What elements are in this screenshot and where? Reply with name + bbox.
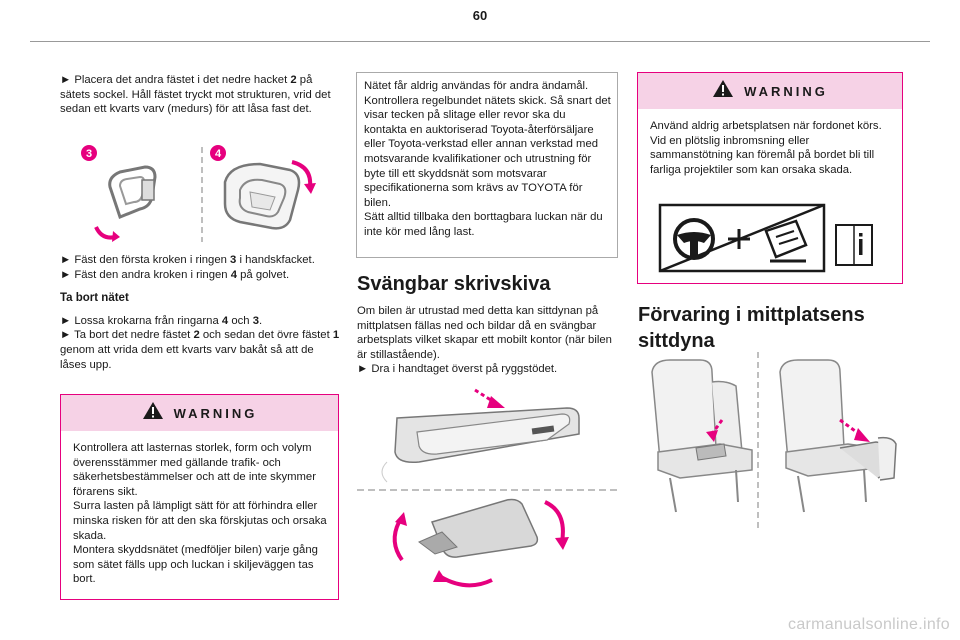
callout-4 xyxy=(210,145,226,161)
warning-header: WARNING xyxy=(61,395,338,431)
section-title-storage: Förvaring i mittplatsens sittdyna xyxy=(638,304,865,352)
step-release-hooks: ► Lossa krokarna från ringarna 4 och 3. xyxy=(60,314,263,327)
column-2-text: Om bilen är utrustad med detta kan sittd… xyxy=(357,304,619,377)
warning-title: WARNING xyxy=(173,405,258,421)
illustration-swivel-desk xyxy=(357,382,617,597)
section-title-swivel-desk: Svängbar skrivskiva xyxy=(357,273,551,295)
svg-text:3: 3 xyxy=(86,148,92,160)
illustration-seat-storage xyxy=(640,352,910,532)
warning-triangle-icon xyxy=(712,79,734,103)
step-hook-4: ► Fäst den andra kroken i ringen 4 på go… xyxy=(60,268,290,281)
warning-box-workplace: WARNING Använd aldrig arbetsplatsen när … xyxy=(637,72,903,284)
warning-title: WARNING xyxy=(744,83,828,99)
warning-header: WARNING xyxy=(638,73,902,109)
column-1-steps: ► Fäst den första kroken i ringen 3 i ha… xyxy=(60,253,340,372)
warning-text: Använd aldrig arbetsplatsen när fordonet… xyxy=(650,120,882,176)
net-note-text: Nätet får aldrig användas för andra ända… xyxy=(364,80,611,238)
warning-triangle-icon xyxy=(142,401,164,425)
swivel-desk-description: Om bilen är utrustad med detta kan sittd… xyxy=(357,305,612,361)
illustration-hooks: 3 4 xyxy=(80,142,330,247)
warning-box-load: WARNING Kontrollera att lasternas storle… xyxy=(60,394,339,600)
steering-wheel-icon xyxy=(673,218,715,260)
step-hook-3: ► Fäst den första kroken i ringen 3 i ha… xyxy=(60,254,315,266)
info-book-icon xyxy=(835,224,873,266)
header-divider xyxy=(30,41,930,42)
watermark: carmanualsonline.info xyxy=(788,616,950,633)
desk-icon xyxy=(764,219,808,259)
callout-3 xyxy=(81,145,97,161)
remove-net-heading: Ta bort nätet xyxy=(60,292,129,305)
swivel-desk-step: ► Dra i handtaget överst på ryggstödet. xyxy=(357,363,558,376)
paragraph-attach-second-bracket: ► Placera det andra fästet i det nedre h… xyxy=(60,74,331,116)
page-number: 60 xyxy=(472,8,488,23)
no-desk-while-driving-pictogram xyxy=(658,203,878,273)
net-note-box: Nätet får aldrig användas för andra ända… xyxy=(356,72,618,258)
svg-text:4: 4 xyxy=(215,148,222,160)
column-1: ► Placera det andra fästet i det nedre h… xyxy=(60,73,340,117)
warning-text: Kontrollera att lasternas storlek, form … xyxy=(73,442,327,586)
step-remove-brackets: ► Ta bort det nedre fästet 2 och sedan d… xyxy=(60,329,340,371)
